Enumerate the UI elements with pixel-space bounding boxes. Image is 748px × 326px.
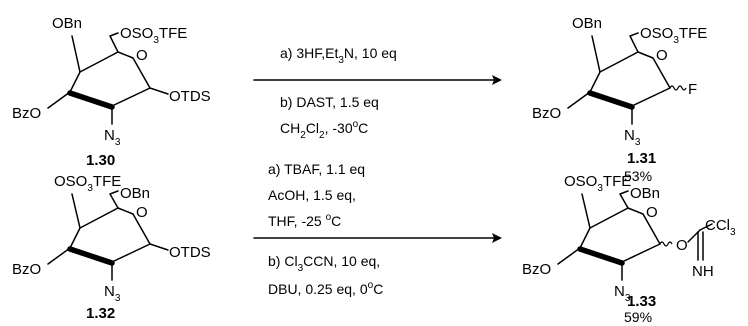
- anomeric-wavy-bond: [669, 85, 687, 91]
- compound-number-1-31: 1.31: [627, 150, 656, 167]
- ring-bold-bond: [587, 90, 635, 110]
- c6-bond: [109, 190, 119, 209]
- c4-obn-bond: [591, 35, 601, 73]
- ring-bond: [589, 51, 671, 107]
- c3-substituent: BzO: [522, 261, 551, 278]
- ring-bold-bond: [67, 246, 115, 266]
- condition-a: a) TBAF, 1.1 eq: [268, 161, 365, 177]
- c4-substituent: OBn: [572, 15, 602, 32]
- c2-substituent: N3: [104, 127, 121, 148]
- anomeric-wavy-bond: [659, 241, 673, 247]
- c6-substituent: OSO3TFE: [640, 25, 707, 46]
- c2-substituent: N3: [624, 127, 641, 148]
- c3-substituent: BzO: [12, 105, 41, 122]
- c1-substituent: F: [688, 81, 697, 98]
- ring-bold-bond: [67, 90, 115, 110]
- c6-bond: [629, 32, 639, 53]
- c4-oso3-bond: [581, 193, 591, 229]
- ring-bond: [69, 51, 151, 107]
- reactant-1-30: OBn OSO3TFE O BzO N3 OTDS 1.30: [12, 15, 211, 169]
- product-1-33: OSO3TFE OBn O BzO N3 O CCl3 NH 1.33 59%: [522, 173, 736, 325]
- condition-b: b) Cl3CCN, 10 eq,: [268, 253, 380, 274]
- c1-otds-bond: [149, 243, 169, 251]
- ring-bold-bond: [577, 246, 625, 266]
- reaction-arrow-1: a) 3HF,Et3N, 10 eq b) DAST, 1.5 eq CH2Cl…: [253, 45, 502, 141]
- c3-obz-bond: [47, 91, 71, 109]
- ring-bond: [579, 207, 661, 263]
- ring-oxygen: O: [656, 47, 668, 64]
- anomeric-oxygen: O: [676, 237, 688, 254]
- reaction-arrow-2: a) TBAF, 1.1 eq AcOH, 1.5 eq, THF, -25 o…: [253, 161, 502, 297]
- c4-obn-bond: [71, 35, 81, 73]
- compound-number-1-33: 1.33: [627, 293, 656, 310]
- condition-a-solvent: THF, -25 oC: [268, 212, 341, 229]
- condition-a: a) 3HF,Et3N, 10 eq: [280, 45, 397, 66]
- trichloromethyl-group: CCl3: [705, 217, 736, 238]
- imidate-c-ccl3-bond: [699, 223, 713, 231]
- c3-obz-bond: [557, 247, 581, 265]
- yield-1-31: 53%: [624, 168, 652, 184]
- c4-substituent: OSO3TFE: [564, 173, 631, 194]
- ring-oxygen: O: [646, 204, 658, 221]
- c3-obz-bond: [567, 91, 591, 109]
- product-1-31: OBn OSO3TFE O BzO N3 F 1.31 53%: [532, 15, 707, 184]
- c3-substituent: BzO: [532, 105, 561, 122]
- c3-substituent: BzO: [12, 261, 41, 278]
- c6-substituent: OBn: [120, 185, 150, 202]
- condition-b-base: DBU, 0.25 eq, 0oC: [268, 280, 383, 297]
- c4-oso3-bond: [71, 193, 81, 229]
- yield-1-33: 59%: [624, 309, 652, 325]
- ring-bond: [69, 207, 151, 263]
- arrow-head: [492, 75, 502, 85]
- ring-oxygen: O: [136, 204, 148, 221]
- c2-substituent: N3: [614, 283, 631, 304]
- c1-substituent: OTDS: [169, 244, 211, 261]
- c3-obz-bond: [47, 247, 71, 265]
- c2-substituent: N3: [104, 283, 121, 304]
- compound-number-1-30: 1.30: [86, 152, 115, 169]
- c1-substituent: OTDS: [169, 88, 211, 105]
- condition-b: b) DAST, 1.5 eq: [280, 94, 379, 110]
- arrow-head: [492, 233, 502, 243]
- ring-oxygen: O: [136, 47, 148, 64]
- c4-substituent: OSO3TFE: [54, 173, 121, 194]
- c6-substituent: OSO3TFE: [120, 25, 187, 46]
- imidate-nh: NH: [692, 263, 714, 280]
- c6-substituent: OBn: [630, 185, 660, 202]
- c6-bond: [109, 32, 119, 53]
- c6-bond: [619, 190, 629, 209]
- condition-solvent: CH2Cl2, -30oC: [280, 119, 368, 141]
- condition-a-acid: AcOH, 1.5 eq,: [268, 187, 356, 203]
- imidate-c-n-double-bond: [697, 231, 704, 261]
- compound-number-1-32: 1.32: [86, 305, 115, 322]
- c1-otds-bond: [149, 87, 169, 95]
- c4-substituent: OBn: [52, 15, 82, 32]
- reactant-1-32: OSO3TFE OBn O BzO N3 OTDS 1.32: [12, 173, 211, 322]
